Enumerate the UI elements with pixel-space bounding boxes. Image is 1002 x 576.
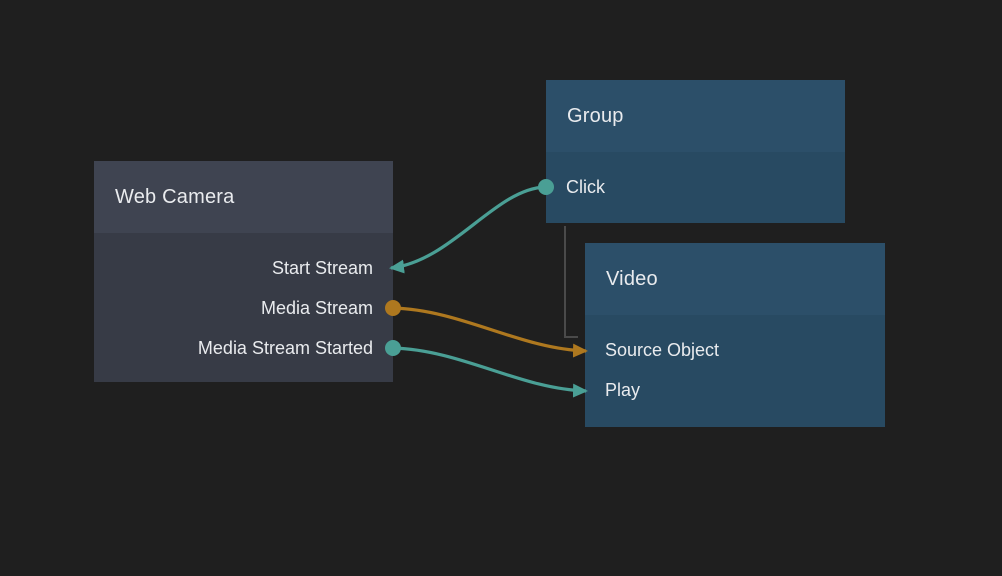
port-start-stream-label: Start Stream	[271, 257, 373, 278]
node-video-header[interactable]: Video	[585, 243, 885, 315]
port-start-stream[interactable]: Start Stream	[94, 248, 393, 288]
connection-click-to-start-stream[interactable]	[389, 185, 546, 274]
port-media-stream-started[interactable]: Media Stream Started	[94, 328, 393, 368]
node-group-title: Group	[567, 104, 624, 127]
port-click[interactable]: Click	[546, 167, 845, 207]
port-source-object[interactable]: Source Object	[585, 330, 885, 370]
node-group-header[interactable]: Group	[546, 80, 845, 152]
node-video[interactable]: Video Source Object Play	[585, 243, 885, 427]
node-web-camera-body: Start Stream Media Stream Media Stream S…	[94, 233, 393, 382]
node-video-body: Source Object Play	[585, 315, 885, 427]
node-video-title: Video	[606, 267, 658, 290]
node-group-body: Click	[546, 152, 845, 223]
port-play[interactable]: Play	[585, 370, 885, 410]
node-web-camera-title: Web Camera	[115, 185, 235, 208]
port-play-label: Play	[605, 379, 641, 400]
connection-group-to-video[interactable]	[564, 226, 578, 338]
connection-media-stream-started-to-play[interactable]	[392, 346, 588, 398]
node-group[interactable]: Group Click	[546, 80, 845, 223]
port-click-label: Click	[566, 176, 605, 197]
node-web-camera-header[interactable]: Web Camera	[94, 161, 393, 233]
port-media-stream[interactable]: Media Stream	[94, 288, 393, 328]
node-web-camera[interactable]: Web Camera Start Stream Media Stream Med…	[94, 161, 393, 382]
port-media-stream-label: Media Stream	[260, 297, 373, 318]
port-media-stream-started-label: Media Stream Started	[197, 337, 373, 358]
connection-media-stream-to-source-object[interactable]	[392, 306, 588, 358]
port-source-object-label: Source Object	[605, 339, 720, 360]
